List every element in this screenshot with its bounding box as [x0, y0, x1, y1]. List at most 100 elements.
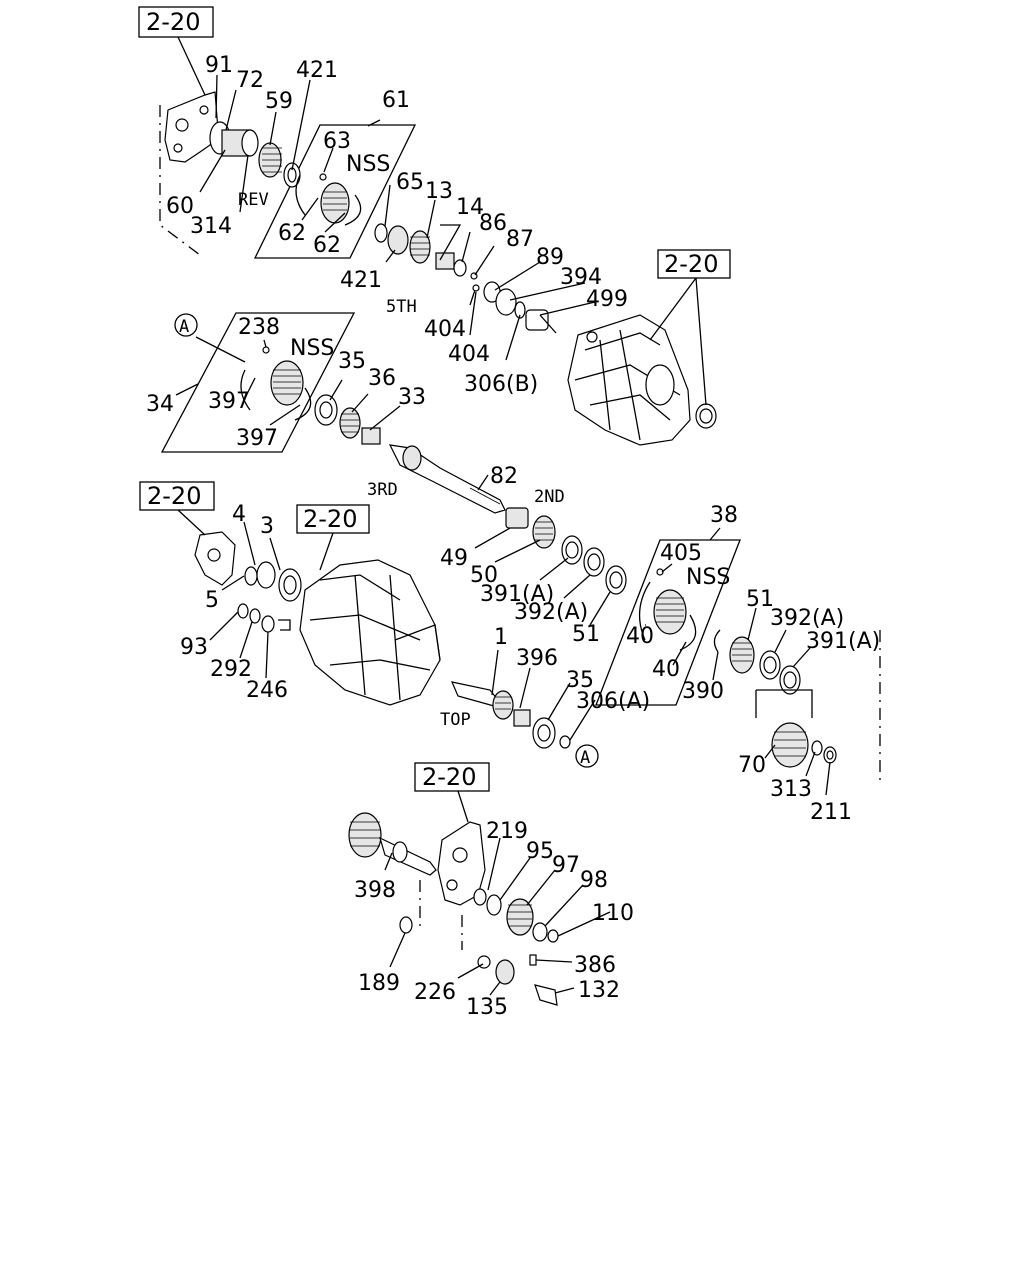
second-gear-parts	[532, 515, 627, 595]
part-label: 211	[810, 800, 852, 825]
part-label: 4	[232, 502, 246, 527]
third-gear-parts	[314, 394, 381, 445]
ref-label-left-mid: 2-20	[147, 482, 201, 510]
mark-circle-a-upper	[174, 313, 198, 337]
part-label: 65	[396, 170, 424, 195]
ref-label-top-left: 2-20	[146, 8, 200, 36]
part-label: 62	[313, 233, 341, 258]
part-label: 40	[652, 657, 680, 682]
part-label: 89	[536, 245, 564, 270]
synchro-assembly-38	[638, 568, 697, 651]
part-label: 392(A)	[514, 600, 588, 625]
part-label: 135	[466, 995, 508, 1020]
ref-box-bottom	[414, 762, 490, 792]
part-label: 313	[770, 777, 812, 802]
part-label: 49	[440, 546, 468, 571]
part-label: 246	[246, 678, 288, 703]
part-label: 70	[738, 753, 766, 778]
part-label: 34	[146, 392, 174, 417]
part-label: 499	[586, 287, 628, 312]
part-label: 98	[580, 868, 608, 893]
part-label: 397	[236, 426, 278, 451]
part-label: 50	[470, 563, 498, 588]
part-label: 35	[338, 349, 366, 374]
bracket-14	[439, 224, 462, 261]
ref-label-bottom: 2-20	[422, 763, 476, 791]
gear-label-5th: 5TH	[386, 297, 417, 317]
part-label: 396	[516, 646, 558, 671]
nss-label-61: NSS	[346, 152, 390, 177]
part-label: 404	[448, 342, 490, 367]
ref-box-left-mid	[139, 481, 215, 511]
part-label: 82	[490, 464, 518, 489]
part-number-labels: 91 72 421 59 61 63 60 314 62 62 65 13 14…	[146, 53, 880, 1020]
group-box-34	[160, 312, 356, 453]
transmission-case	[567, 314, 717, 446]
part-label: 421	[340, 268, 382, 293]
part-label: 86	[479, 211, 507, 236]
mark-a-upper: A	[179, 317, 189, 337]
part-label: 38	[710, 503, 738, 528]
part-label: 110	[592, 901, 634, 926]
part-label: 51	[572, 622, 600, 647]
part-label: 226	[414, 980, 456, 1005]
nss-label-38: NSS	[686, 565, 730, 590]
group-box-61	[253, 124, 417, 259]
part-label: 60	[166, 194, 194, 219]
nss-label-34: NSS	[290, 336, 334, 361]
gear-label-3rd: 3RD	[367, 480, 398, 500]
main-shaft-82	[388, 444, 529, 529]
part-label: 87	[506, 227, 534, 252]
part-label: 61	[382, 88, 410, 113]
part-label: 397	[208, 389, 250, 414]
part-label: 33	[398, 385, 426, 410]
counter-gear-parts	[713, 629, 837, 768]
ref-box-right	[657, 249, 731, 279]
front-cover	[194, 531, 236, 586]
part-label: 391(A)	[806, 629, 880, 654]
synchro-assembly-61	[295, 173, 362, 226]
part-label: 314	[190, 214, 232, 239]
part-label: 72	[236, 68, 264, 93]
front-bearing-parts	[237, 561, 302, 633]
part-label: 306(A)	[576, 689, 650, 714]
gear-label-2nd: 2ND	[534, 487, 565, 507]
part-label: 35	[566, 668, 594, 693]
reverse-idler-gear-398	[348, 812, 437, 876]
part-label: 62	[278, 221, 306, 246]
clutch-housing	[299, 559, 441, 706]
part-label: 51	[746, 587, 774, 612]
rear-gear-parts	[399, 888, 559, 1006]
mark-circle-a-lower	[575, 744, 599, 768]
fifth-gear-assembly	[374, 223, 549, 331]
part-label: 398	[354, 878, 396, 903]
part-label: 3	[260, 514, 274, 539]
part-label: 392(A)	[770, 606, 844, 631]
gear-label-rev: REV	[238, 190, 269, 210]
group-box-38	[595, 539, 741, 706]
gear-label-top: TOP	[440, 710, 471, 730]
part-label: 40	[626, 624, 654, 649]
part-label: 1	[494, 625, 508, 650]
part-label: 391(A)	[480, 582, 554, 607]
ref-label-right: 2-20	[664, 250, 718, 278]
part-label: 394	[560, 265, 602, 290]
ref-box-top-left	[138, 6, 214, 38]
part-label: 404	[424, 317, 466, 342]
part-label: 95	[526, 839, 554, 864]
part-label: 238	[238, 315, 280, 340]
ref-label-center-mid: 2-20	[303, 505, 357, 533]
part-label: 93	[180, 635, 208, 660]
part-label: 5	[205, 588, 219, 613]
part-label: 13	[425, 179, 453, 204]
part-label: 306(B)	[464, 372, 538, 397]
part-label: 59	[265, 89, 293, 114]
part-label: 292	[210, 657, 252, 682]
leader-lines	[175, 36, 831, 996]
part-label: 14	[456, 195, 484, 220]
part-label: 421	[296, 58, 338, 83]
synchro-assembly-34	[240, 346, 312, 421]
input-shaft-1	[450, 681, 571, 749]
